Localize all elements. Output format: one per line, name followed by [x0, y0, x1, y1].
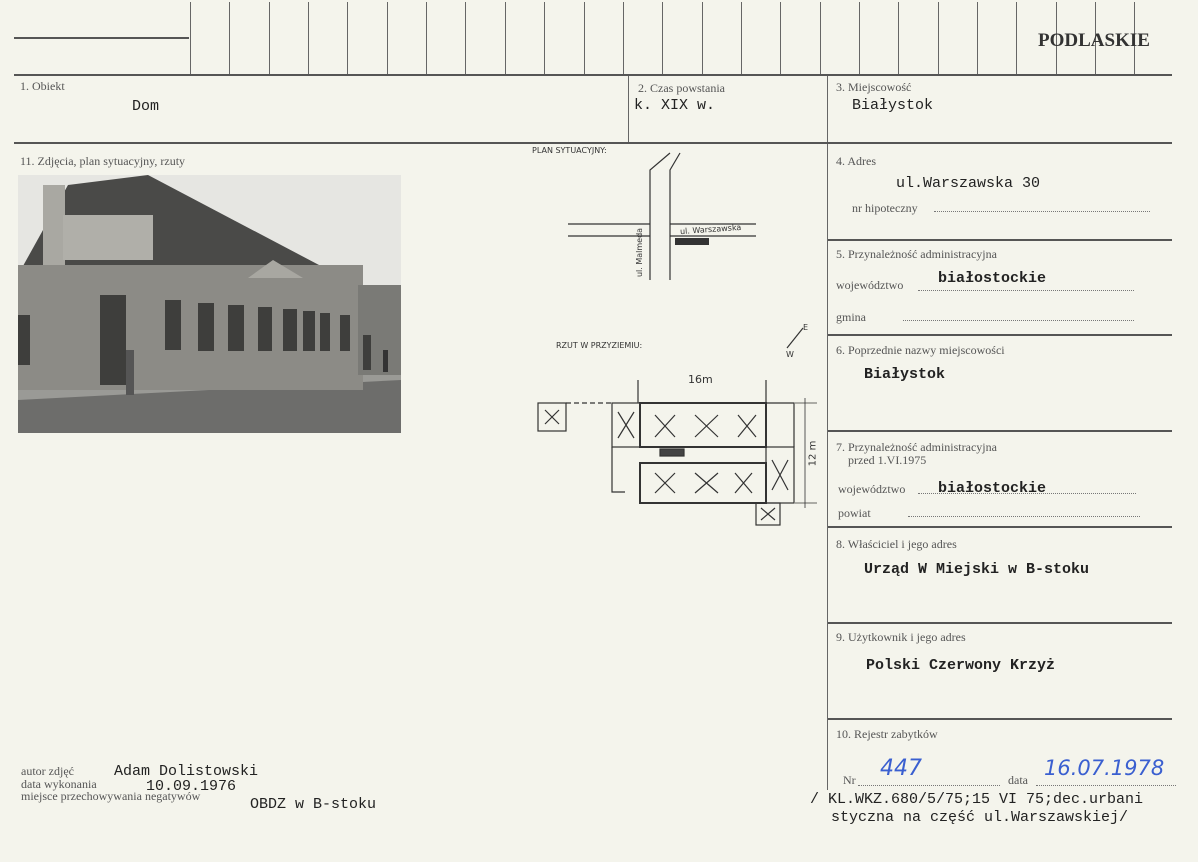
register-note: / KL.WKZ.680/5/75;15 VI 75;dec.urbani — [810, 791, 1144, 808]
dotted-line — [934, 211, 1150, 212]
field-label: 2. Czas powstania — [638, 81, 725, 95]
field-label: data — [1008, 773, 1028, 787]
grid-line — [937, 2, 939, 74]
divider — [14, 37, 189, 39]
grid-line — [268, 2, 270, 74]
divider — [828, 526, 1172, 528]
grid-line — [740, 2, 742, 74]
grid-line — [1016, 2, 1018, 74]
field-label: powiat — [838, 506, 871, 520]
grid-line — [662, 2, 664, 74]
uzytkownik-value: Polski Czerwony Krzyż — [866, 657, 1056, 674]
field-label: 4. Adres — [836, 154, 876, 168]
rzut-title: RZUT W PRZYZIEMIU: — [556, 341, 643, 350]
grid-line — [465, 2, 467, 74]
dotted-line — [858, 785, 1000, 786]
obiekt-value: Dom — [132, 98, 160, 115]
field-label: 10. Rejestr zabytków — [836, 727, 938, 741]
field-label: 1. Obiekt — [20, 79, 65, 93]
grid-line — [544, 2, 546, 74]
plan-title: PLAN SYTUACYJNY: — [532, 146, 607, 155]
register-number: 447 — [880, 756, 922, 781]
grid-line — [858, 2, 860, 74]
field-label: data wykonania — [21, 777, 97, 791]
poprzednie-value: Białystok — [864, 366, 946, 383]
grid-line — [426, 2, 428, 74]
grid-line — [190, 2, 191, 74]
wojewodztwo-value: białostockie — [938, 270, 1047, 287]
register-note: styczna na część ul.Warszawskiej/ — [831, 809, 1129, 826]
divider — [14, 142, 1172, 144]
grid-line — [977, 2, 978, 74]
grid-line — [229, 2, 231, 74]
register-date: 16.07.1978 — [1044, 756, 1165, 780]
dotted-line — [918, 290, 1134, 291]
grid-line — [1055, 2, 1057, 74]
field-label: autor zdjęć — [21, 764, 74, 778]
compass-west: W — [786, 350, 794, 359]
field-label: 11. Zdjęcia, plan sytuacyjny, rzuty — [20, 154, 186, 168]
building-photo — [18, 175, 401, 433]
grid-line — [504, 2, 506, 74]
field-label: 5. Przynależność administracyjna — [836, 247, 997, 261]
width-label: 16m — [688, 373, 713, 386]
grid-line — [347, 2, 349, 74]
field-label: 6. Poprzednie nazwy miejscowości — [836, 343, 1005, 357]
field-label: 8. Właściciel i jego adres — [836, 537, 957, 551]
field-label: 7. Przynależność administracyjna — [836, 440, 997, 454]
divider — [828, 239, 1172, 241]
field-label: województwo — [838, 482, 906, 496]
dotted-line — [908, 516, 1140, 517]
dotted-line — [1036, 785, 1176, 786]
field-label: przed 1.VI.1975 — [848, 453, 927, 467]
compass-east: E — [803, 323, 809, 332]
field-label: nr hipoteczny — [852, 201, 918, 215]
field-label: 9. Użytkownik i jego adres — [836, 630, 966, 644]
grid-line — [386, 2, 388, 74]
grid-line — [308, 2, 310, 74]
wlasciciel-value: Urząd W Miejski w B-stoku — [864, 561, 1090, 578]
divider — [828, 718, 1172, 720]
grid-line — [583, 2, 585, 74]
czas-value: k. XIX w. — [634, 97, 716, 114]
field-label: miejsce przechowywania negatywów — [21, 789, 201, 803]
field-label: 3. Miejscowość — [836, 80, 912, 94]
grid-line — [701, 2, 703, 74]
dotted-line — [903, 320, 1134, 321]
divider — [827, 76, 828, 790]
grid-line — [1095, 2, 1097, 74]
sketch-drawing — [537, 152, 817, 526]
divider — [828, 334, 1172, 336]
autor-value: Adam Dolistowski — [114, 763, 259, 780]
divider — [828, 622, 1172, 624]
grid-line — [819, 2, 821, 74]
dotted-line — [918, 493, 1136, 494]
wojewodztwo-przed-value: białostockie — [938, 480, 1047, 497]
divider — [828, 430, 1172, 432]
grid-line — [898, 2, 900, 74]
adres-value: ul.Warszawska 30 — [896, 175, 1041, 192]
region-stamp: PODLASKIE — [1038, 30, 1150, 51]
field-label: województwo — [836, 278, 904, 292]
field-label: gmina — [836, 310, 866, 324]
field-label: Nr — [843, 773, 856, 787]
grid-line — [780, 2, 782, 74]
divider — [628, 76, 629, 143]
miejsce-value: OBDZ w B-stoku — [250, 796, 377, 813]
data-wykonania-value: 10.09.1976 — [146, 778, 237, 795]
divider — [14, 74, 1172, 76]
miejscowosc-value: Białystok — [852, 97, 934, 114]
grid-line — [622, 2, 624, 74]
grid-line — [1134, 2, 1136, 74]
